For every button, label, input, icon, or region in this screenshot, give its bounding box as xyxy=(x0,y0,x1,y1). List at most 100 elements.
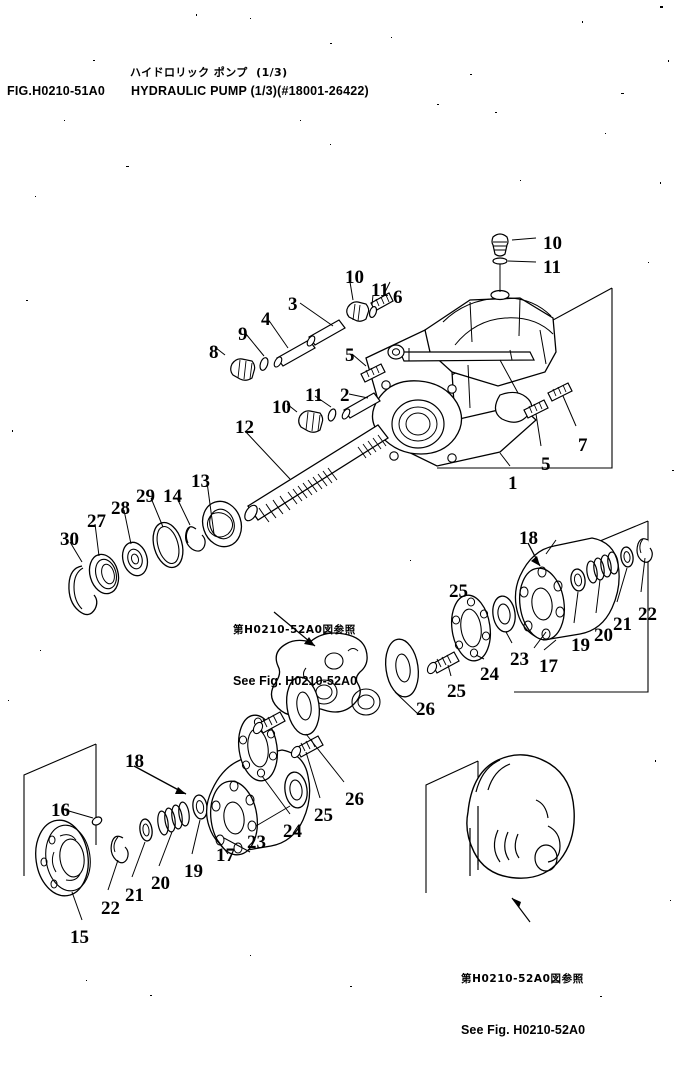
callout-number-17[interactable]: 17 xyxy=(539,656,558,677)
callout-number-19[interactable]: 19 xyxy=(571,635,590,656)
scan-artifact xyxy=(660,6,663,8)
callout-number-18[interactable]: 18 xyxy=(125,751,144,772)
callout-number-24[interactable]: 24 xyxy=(283,821,302,842)
scan-artifact xyxy=(330,43,332,44)
callout-number-10[interactable]: 10 xyxy=(345,267,364,288)
part-5-screw-upper xyxy=(352,354,385,382)
callout-number-8[interactable]: 8 xyxy=(209,342,219,363)
callout-number-19[interactable]: 19 xyxy=(184,861,203,882)
part-22-snap-ring-left xyxy=(108,836,128,890)
part-19-ring-right xyxy=(570,568,587,623)
part-16-pin xyxy=(62,809,103,827)
part-21-washer-left xyxy=(132,818,153,877)
scan-artifact xyxy=(126,166,129,167)
part-28-bearing xyxy=(119,510,151,579)
callout-number-14[interactable]: 14 xyxy=(163,486,182,507)
part-24-retainer-plate-left xyxy=(235,713,290,814)
callout-number-23[interactable]: 23 xyxy=(247,832,266,853)
plug-10-top xyxy=(492,234,508,256)
callout-number-25[interactable]: 25 xyxy=(447,681,466,702)
callout-number-25[interactable]: 25 xyxy=(449,581,468,602)
callout-number-24[interactable]: 24 xyxy=(480,664,499,685)
scan-artifact xyxy=(40,650,41,651)
callout-number-21[interactable]: 21 xyxy=(125,885,144,906)
callout-number-22[interactable]: 22 xyxy=(101,898,120,919)
part-13-bearing xyxy=(197,482,247,552)
callout-number-5[interactable]: 5 xyxy=(541,454,551,475)
callout-number-4[interactable]: 4 xyxy=(261,309,271,330)
valve-housing-reference xyxy=(467,755,574,922)
callout-number-17[interactable]: 17 xyxy=(216,845,235,866)
callout-number-26[interactable]: 26 xyxy=(345,789,364,810)
washer-11-top xyxy=(493,258,507,264)
part-30-snap-ring xyxy=(69,542,97,615)
part-26-washer-upper xyxy=(382,637,422,714)
scan-artifact xyxy=(410,560,411,561)
scan-artifact xyxy=(437,104,439,105)
scan-artifact xyxy=(196,14,197,16)
part-29-seal-ring xyxy=(148,498,188,571)
callout-number-28[interactable]: 28 xyxy=(111,498,130,519)
callout-number-20[interactable]: 20 xyxy=(151,873,170,894)
scan-artifact xyxy=(670,900,671,901)
part-20-spring-right xyxy=(586,551,620,613)
part-25-screw-left xyxy=(290,736,323,798)
scan-artifact xyxy=(150,995,152,996)
part-25-screw-mid xyxy=(252,712,285,735)
exploded-parts-illustration xyxy=(0,0,683,1008)
callout-number-9[interactable]: 9 xyxy=(238,324,248,345)
callout-number-20[interactable]: 20 xyxy=(594,625,613,646)
callout-number-2[interactable]: 2 xyxy=(340,385,350,406)
parts-diagram-sheet: ハイドロリック ポンプ (1/3) FIG.H0210-51A0 HYDRAUL… xyxy=(0,0,683,1037)
callout-number-11[interactable]: 11 xyxy=(305,385,323,406)
part-17-cylinder-block-right xyxy=(515,538,619,650)
scan-artifact xyxy=(35,196,36,197)
callout-number-13[interactable]: 13 xyxy=(191,471,210,492)
callout-number-3[interactable]: 3 xyxy=(288,294,298,315)
callout-number-1[interactable]: 1 xyxy=(508,473,518,494)
leader-10-top xyxy=(512,238,536,240)
callout-number-16[interactable]: 16 xyxy=(51,800,70,821)
callout-number-26[interactable]: 26 xyxy=(416,699,435,720)
callout-number-6[interactable]: 6 xyxy=(393,287,403,308)
part-8-plug xyxy=(216,348,255,380)
pump-housing-assembly xyxy=(366,258,556,466)
callout-number-29[interactable]: 29 xyxy=(136,486,155,507)
callout-number-27[interactable]: 27 xyxy=(87,511,106,532)
callout-number-7[interactable]: 7 xyxy=(578,435,588,456)
callout-number-10[interactable]: 10 xyxy=(272,397,291,418)
reference-note-upper[interactable]: 第H0210-52A0図参照 See Fig. H0210-52A0 xyxy=(233,586,357,724)
scan-artifact xyxy=(582,21,583,23)
scan-artifact xyxy=(64,120,65,121)
part-23-ring-left xyxy=(256,771,309,826)
part-14-snap-ring xyxy=(177,498,205,551)
leader-1 xyxy=(500,453,510,466)
scan-artifact xyxy=(350,986,352,987)
part-7-screw xyxy=(548,383,576,426)
part-4-pin xyxy=(270,322,315,368)
callout-number-25[interactable]: 25 xyxy=(314,805,333,826)
scan-artifact xyxy=(470,74,472,75)
callout-number-5[interactable]: 5 xyxy=(345,345,355,366)
scan-artifact xyxy=(621,93,624,94)
callout-number-11[interactable]: 11 xyxy=(371,280,389,301)
callout-number-12[interactable]: 12 xyxy=(235,417,254,438)
reference-note-upper-japanese: 第H0210-52A0図参照 xyxy=(233,624,356,636)
callout-number-18[interactable]: 18 xyxy=(519,528,538,549)
reference-note-lower[interactable]: 第H0210-52A0図参照 See Fig. H0210-52A0 xyxy=(461,935,585,1073)
part-22-snap-ring-right xyxy=(637,539,652,592)
part-11-oring-mid xyxy=(368,295,378,318)
callout-number-23[interactable]: 23 xyxy=(510,649,529,670)
callout-number-11[interactable]: 11 xyxy=(543,257,561,278)
figure-number: FIG.H0210-51A0 xyxy=(7,84,105,98)
scan-artifact xyxy=(391,37,392,38)
callout-number-15[interactable]: 15 xyxy=(70,927,89,948)
part-15-valve-plate xyxy=(31,817,94,920)
callout-number-22[interactable]: 22 xyxy=(638,604,657,625)
drive-shaft-12 xyxy=(242,425,388,523)
scan-artifact xyxy=(93,60,95,61)
reference-note-upper-english: See Fig. H0210-52A0 xyxy=(233,674,358,688)
callout-number-21[interactable]: 21 xyxy=(613,614,632,635)
callout-number-10[interactable]: 10 xyxy=(543,233,562,254)
callout-number-30[interactable]: 30 xyxy=(60,529,79,550)
